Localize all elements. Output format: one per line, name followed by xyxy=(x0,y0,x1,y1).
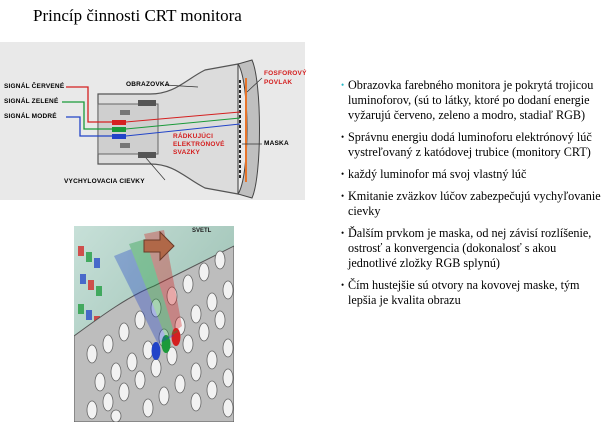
bullet-text: každý luminofor má svoj vlastný lúč xyxy=(348,167,527,182)
label-signal-blue: SIGNÁL MODRÉ xyxy=(4,113,57,120)
phosphor-green xyxy=(161,335,171,353)
crt-screen-face xyxy=(237,59,260,199)
electron-gun-green xyxy=(112,127,126,132)
bullet-dot: • xyxy=(341,169,345,180)
label-fragment: SVETL xyxy=(192,228,212,234)
label-deflection-coils: VYCHYLOVACIA CIEVKY xyxy=(64,178,145,185)
beam-red xyxy=(125,111,241,123)
bullet-text: Čím hustejšie sú otvory na kovovej maske… xyxy=(348,277,580,307)
signal-line-blue xyxy=(66,116,112,137)
crt-drawing xyxy=(62,59,263,199)
list-item: • Správnu energiu dodá luminoforu elektr… xyxy=(341,130,603,160)
bullet-dot: • xyxy=(341,227,345,238)
phosphor-blue xyxy=(151,342,161,360)
bullet-text: Obrazovka farebného monitora je pokrytá … xyxy=(348,78,594,123)
bullet-text: Ďalším prvkom je maska, od nej závisí ro… xyxy=(348,225,592,271)
electron-gun-red xyxy=(112,120,126,125)
bullet-dot: • xyxy=(341,190,345,201)
list-item: • Kmitanie zväzkov lúčov zabezpečujú vyc… xyxy=(341,189,603,219)
bullet-dot: • xyxy=(341,80,345,90)
label-screen: OBRAZOVKA xyxy=(126,81,170,88)
deflection-coil-top xyxy=(138,100,156,106)
bullet-text: Kmitanie zväzkov lúčov zabezpečujú vychy… xyxy=(348,188,601,218)
signal-line-green xyxy=(62,101,112,130)
mask-holes xyxy=(86,250,234,422)
crt-diagram: SIGNÁL ČERVENÉ SIGNÁL ZELENÉ SIGNÁL MODR… xyxy=(0,42,307,200)
label-beams-2: ELEKTRÓNOVÉ xyxy=(173,141,225,148)
beam-green xyxy=(125,117,241,130)
page-title: Princíp činnosti CRT monitora xyxy=(33,6,242,25)
bullet-dot: • xyxy=(341,132,345,143)
bullet-text: Správnu energiu dodá luminoforu elektrón… xyxy=(348,130,592,160)
phosphor-red xyxy=(171,328,181,346)
beam-blue xyxy=(125,123,241,137)
label-mask: MASKA xyxy=(264,140,289,147)
deflection-coil-bottom xyxy=(138,152,156,158)
mask-drawing: SVETL xyxy=(74,226,234,422)
electron-beam-icon xyxy=(114,230,182,344)
bullet-dot: • xyxy=(341,279,345,290)
label-phosphor-1: FOSFOROVÝ xyxy=(264,70,307,77)
electron-gun-blue xyxy=(112,134,126,139)
shadow-mask-illustration: SVETL xyxy=(74,226,234,422)
list-item: • Obrazovka farebného monitora je pokryt… xyxy=(341,78,603,124)
list-item: • Čím hustejšie sú otvory na kovovej mas… xyxy=(341,278,603,308)
label-phosphor-2: POVLAK xyxy=(264,79,293,86)
label-signal-green: SIGNÁL ZELENÉ xyxy=(4,98,59,105)
label-beams-1: RÁDKUJÚCI xyxy=(173,133,214,140)
label-beams-3: SVAZKY xyxy=(173,149,201,156)
list-item: • každý luminofor má svoj vlastný lúč xyxy=(341,167,603,182)
label-signal-red: SIGNÁL ČERVENÉ xyxy=(4,83,65,90)
signal-line-red xyxy=(66,86,112,123)
arrow-icon xyxy=(143,230,175,262)
bullet-list: • Obrazovka farebného monitora je pokryt… xyxy=(341,78,603,315)
list-item: • Ďalším prvkom je maska, od nej závisí … xyxy=(341,226,603,272)
